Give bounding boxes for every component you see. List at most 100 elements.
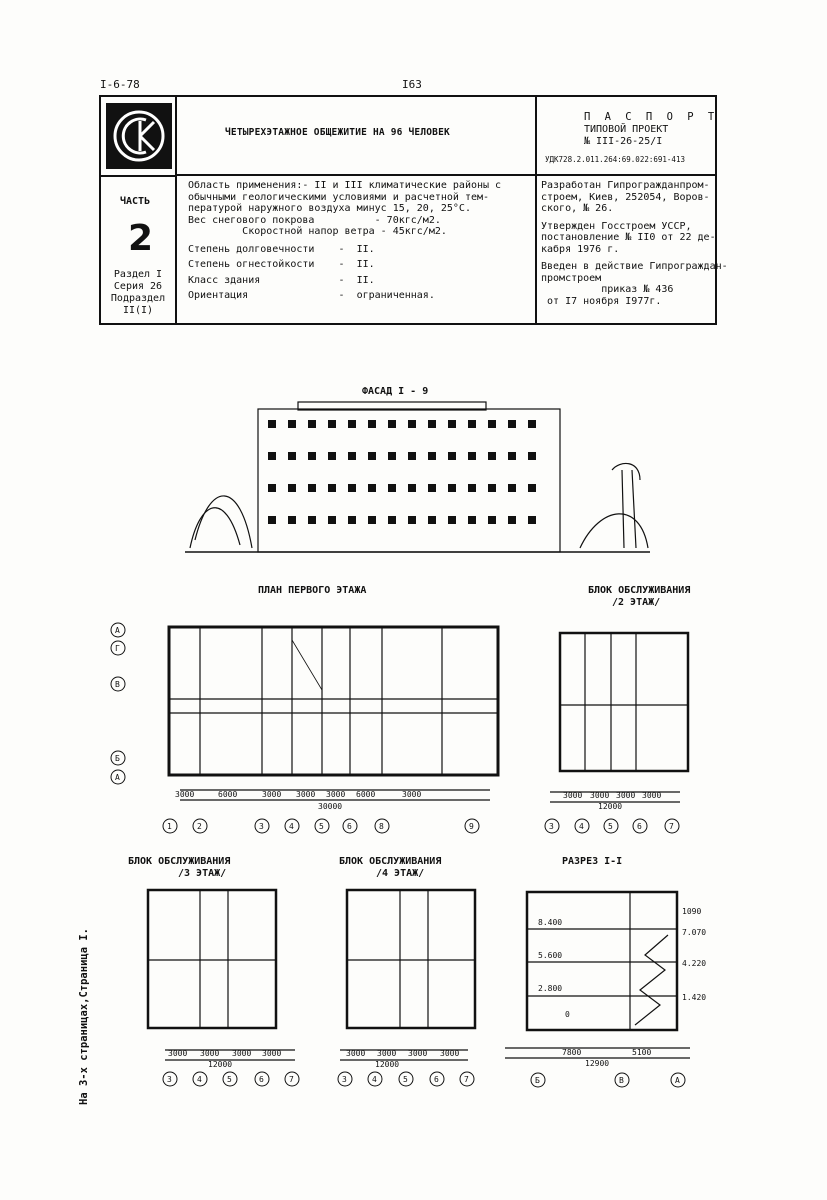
axis-label: 4 bbox=[197, 1075, 202, 1084]
facade-window bbox=[348, 420, 356, 428]
dimension-label: 3000 bbox=[168, 1049, 187, 1058]
approval-line: ского, № 26. bbox=[541, 203, 614, 214]
dimension-label: 3000 bbox=[346, 1049, 365, 1058]
dimension-total: 12000 bbox=[208, 1060, 232, 1069]
axis-label: 7 bbox=[464, 1075, 469, 1084]
facade-window bbox=[368, 516, 376, 524]
passport-type: ТИПОВОЙ ПРОЕКТ bbox=[584, 124, 669, 135]
axis-label: 7 bbox=[669, 822, 674, 831]
axis-label: 6 bbox=[637, 822, 642, 831]
dimension-label: 3000 bbox=[232, 1049, 251, 1058]
divider bbox=[101, 175, 175, 177]
facade-window bbox=[428, 420, 436, 428]
approval-line: Разработан Гипрограждaнпром- bbox=[541, 180, 710, 191]
row-axis-label-marker bbox=[110, 750, 126, 766]
spec-line: Ориентация - ограниченная. bbox=[188, 290, 435, 301]
facade-window bbox=[488, 484, 496, 492]
block-2-floor: /2 ЭТАЖ/ bbox=[612, 597, 661, 608]
dimension-label: 6000 bbox=[218, 790, 237, 799]
facade-window bbox=[408, 452, 416, 460]
row-axis-label: В bbox=[115, 680, 120, 689]
axis-label: 3 bbox=[167, 1075, 172, 1084]
axis-label-marker bbox=[530, 1072, 546, 1088]
axis-label-marker bbox=[574, 818, 590, 834]
facade-window bbox=[428, 452, 436, 460]
dimension-total: 12000 bbox=[598, 802, 622, 811]
dimension-label: 3000 bbox=[616, 791, 635, 800]
passport-label: П А С П О Р Т bbox=[584, 111, 719, 123]
axis-label: 6 bbox=[259, 1075, 264, 1084]
spec-line: Область применения:- II и III климатичес… bbox=[188, 180, 502, 191]
level-dim: 1090 bbox=[682, 907, 701, 916]
axis-label-marker bbox=[254, 818, 270, 834]
approval-line: от I7 ноября I977г. bbox=[541, 295, 662, 307]
approval-line: приказ № 436 bbox=[541, 284, 674, 295]
approval-line: строем, Киев, 252054, Воров- bbox=[541, 191, 710, 203]
facade-window bbox=[468, 516, 476, 524]
level-dim: 4.220 bbox=[682, 959, 706, 968]
plan-first-floor-title: ПЛАН ПЕРВОГО ЭТАЖА bbox=[258, 585, 367, 596]
axis-label-marker bbox=[314, 818, 330, 834]
axis-label-marker bbox=[337, 1071, 353, 1087]
facade-window bbox=[468, 452, 476, 460]
facade-window bbox=[308, 452, 316, 460]
section-line: Подраздел bbox=[110, 293, 166, 304]
facade-window bbox=[328, 516, 336, 524]
axis-label-marker bbox=[429, 1071, 445, 1087]
facade-window bbox=[468, 484, 476, 492]
axis-label-marker bbox=[222, 1071, 238, 1087]
facade-window bbox=[368, 484, 376, 492]
part-number: 2 bbox=[128, 218, 154, 259]
dimension-label: 5100 bbox=[632, 1048, 651, 1057]
level-mark: 5.600 bbox=[538, 951, 562, 960]
facade-window bbox=[368, 420, 376, 428]
spec-line: Степень огнестойкости - II. bbox=[188, 259, 375, 270]
application-specs: Область применения:- II и III климатичес… bbox=[188, 180, 538, 302]
block-2-plan bbox=[550, 631, 690, 803]
axis-label-marker bbox=[254, 1071, 270, 1087]
facade-window bbox=[388, 420, 396, 428]
facade-window bbox=[408, 420, 416, 428]
facade-window bbox=[508, 452, 516, 460]
facade-window bbox=[428, 516, 436, 524]
facade-window bbox=[288, 452, 296, 460]
spec-line: Класс здания - II. bbox=[188, 274, 375, 286]
title-block bbox=[99, 95, 717, 325]
axis-label-marker bbox=[367, 1071, 383, 1087]
dimension-label: 3000 bbox=[440, 1049, 459, 1058]
axis-label-marker bbox=[284, 818, 300, 834]
row-axis-label: А bbox=[115, 626, 120, 635]
block-4-title: БЛОК ОБСЛУЖИВАНИЯ bbox=[339, 856, 442, 867]
level-dim: 7.070 bbox=[682, 928, 706, 937]
facade-window bbox=[528, 516, 536, 524]
dimension-label: 3000 bbox=[590, 791, 609, 800]
facade-window bbox=[348, 484, 356, 492]
level-dim: 1.420 bbox=[682, 993, 706, 1002]
facade-window bbox=[308, 484, 316, 492]
axis-label-marker bbox=[664, 818, 680, 834]
facade-window bbox=[288, 420, 296, 428]
facade-window bbox=[468, 420, 476, 428]
dimension-total: 12900 bbox=[585, 1059, 609, 1068]
facade-window bbox=[328, 484, 336, 492]
spec-line: Скоростной напор ветра - 45кгс/м2. bbox=[188, 226, 447, 237]
axis-label: 6 bbox=[434, 1075, 439, 1084]
facade-window bbox=[408, 484, 416, 492]
facade-window bbox=[408, 516, 416, 524]
approval-line: постановление № II0 от 22 де- bbox=[541, 232, 716, 243]
section-title: РАЗРЕЗ I-I bbox=[562, 856, 623, 867]
facade-window bbox=[268, 420, 276, 428]
axis-label-marker bbox=[459, 1071, 475, 1087]
axis-label: 7 bbox=[289, 1075, 294, 1084]
dimension-label: 7800 bbox=[562, 1048, 581, 1057]
divider bbox=[175, 97, 177, 323]
dimension-label: 3000 bbox=[563, 791, 582, 800]
facade-window bbox=[388, 452, 396, 460]
dimension-label: 3000 bbox=[262, 1049, 281, 1058]
axis-label-marker bbox=[162, 818, 178, 834]
axis-label-marker bbox=[614, 1072, 630, 1088]
axis-label-marker bbox=[284, 1071, 300, 1087]
section-line: II(I) bbox=[122, 305, 154, 316]
approval-line: Утвержден Госстроем УССР, bbox=[541, 220, 692, 232]
facade-window bbox=[388, 516, 396, 524]
